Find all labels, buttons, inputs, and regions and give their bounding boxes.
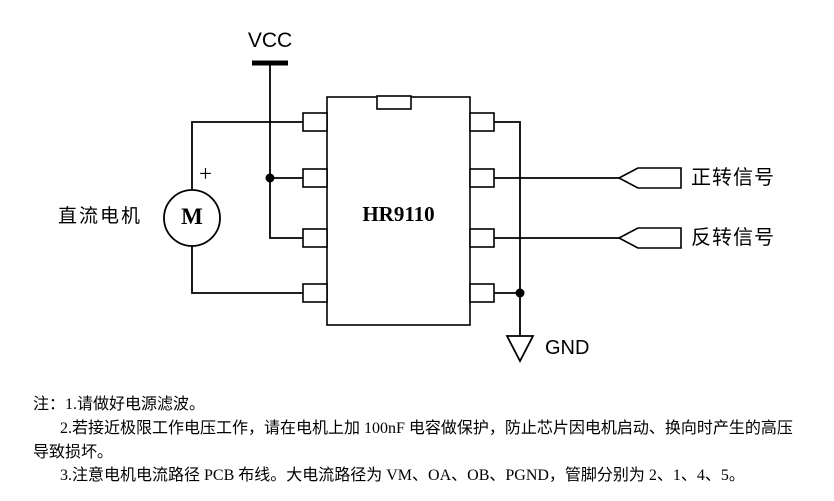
- junction-dot-gnd: [515, 288, 525, 298]
- pin-right-7: [469, 168, 495, 188]
- motor-symbol-letter: M: [181, 204, 203, 229]
- pin-left-2: [302, 168, 328, 188]
- pin-left-4: [302, 283, 328, 303]
- vcc-label: VCC: [247, 29, 293, 52]
- pin-left-1: [302, 112, 328, 132]
- ic-body: [326, 96, 471, 326]
- wire-pin8-to-gnd: [494, 121, 521, 336]
- wire-motor-top-to-pin1: [191, 121, 303, 190]
- polarity-plus-sign: +: [199, 161, 212, 186]
- note-line-4: 3.注意电机电流路径 PCB 布线。大电流路径为 VM、OA、OB、PGND，管…: [60, 467, 745, 484]
- reverse-signal-label: 反转信号: [691, 227, 775, 249]
- note-line-2: 2.若接近极限工作电压工作，请在电机上加 100nF 电容做保护，防止芯片因电机…: [60, 420, 793, 437]
- wire-vcc-to-pin3: [269, 63, 303, 239]
- ic-notch: [376, 95, 412, 110]
- pin-right-8: [469, 112, 495, 132]
- forward-signal-label: 正转信号: [691, 167, 775, 189]
- motor-circle: [163, 189, 221, 247]
- note-line-1: 注：1.请做好电源滤波。: [33, 396, 206, 413]
- pin-left-3: [302, 228, 328, 248]
- junction-dot-vcc: [265, 173, 275, 183]
- pin-right-5: [469, 283, 495, 303]
- motor-label: 直流电机: [58, 206, 143, 227]
- note-line-3: 导致损坏。: [33, 444, 114, 461]
- pin-right-6: [469, 228, 495, 248]
- ic-part-number: HR9110: [362, 202, 435, 226]
- wire-motor-bottom-to-pin4: [191, 246, 303, 294]
- forward-signal-connector: [617, 167, 682, 189]
- reverse-signal-connector: [617, 227, 682, 249]
- gnd-label: GND: [545, 337, 590, 359]
- gnd-triangle-symbol: [505, 335, 535, 363]
